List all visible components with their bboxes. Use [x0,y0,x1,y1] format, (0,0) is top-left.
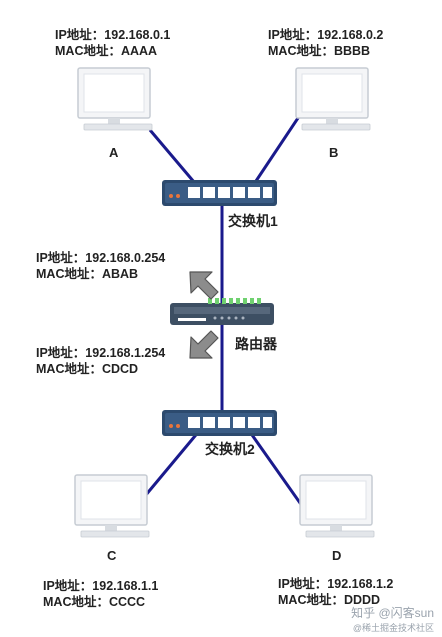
host-a-label: A [109,145,119,160]
computer-d-icon [299,474,375,538]
host-b-mac: MAC地址：BBBB [268,44,371,58]
host-a-mac: MAC地址：AAAA [55,44,158,58]
computer-c-icon [74,474,150,538]
router-top-mac: MAC地址：ABAB [36,267,139,281]
router-top-ip: IP地址：192.168.0.254 [36,251,166,265]
computer-b-icon [295,67,371,131]
host-c-label: C [107,548,117,563]
link-switch2-c [138,429,202,503]
router-bottom-mac: MAC地址：CDCD [36,362,139,376]
host-b-label: B [329,145,339,160]
router-bottom-ip: IP地址：192.168.1.254 [36,346,166,360]
arrow-down-left-icon [189,330,219,359]
host-d-mac: MAC地址：DDDD [278,593,381,607]
switch-1-icon [162,180,277,206]
router-icon [170,298,274,325]
watermark: 知乎 @闪客sun [351,606,434,620]
host-c-ip: IP地址：192.168.1.1 [43,579,159,593]
host-d-ip: IP地址：192.168.1.2 [278,577,394,591]
host-b-ip: IP地址：192.168.0.2 [268,28,384,42]
host-d-label: D [332,548,342,563]
host-a-ip: IP地址：192.168.0.1 [55,28,171,42]
link-switch2-d [243,424,307,511]
switch-2-label: 交换机2 [205,441,255,457]
switch-1-label: 交换机1 [228,213,278,229]
computer-a-icon [77,67,153,131]
host-c-mac: MAC地址：CCCC [43,595,146,609]
switch-2-icon [162,410,277,436]
arrow-up-left-icon [189,271,219,300]
watermark-sub: @稀土掘金技术社区 [352,623,434,633]
router-label: 路由器 [235,336,277,352]
